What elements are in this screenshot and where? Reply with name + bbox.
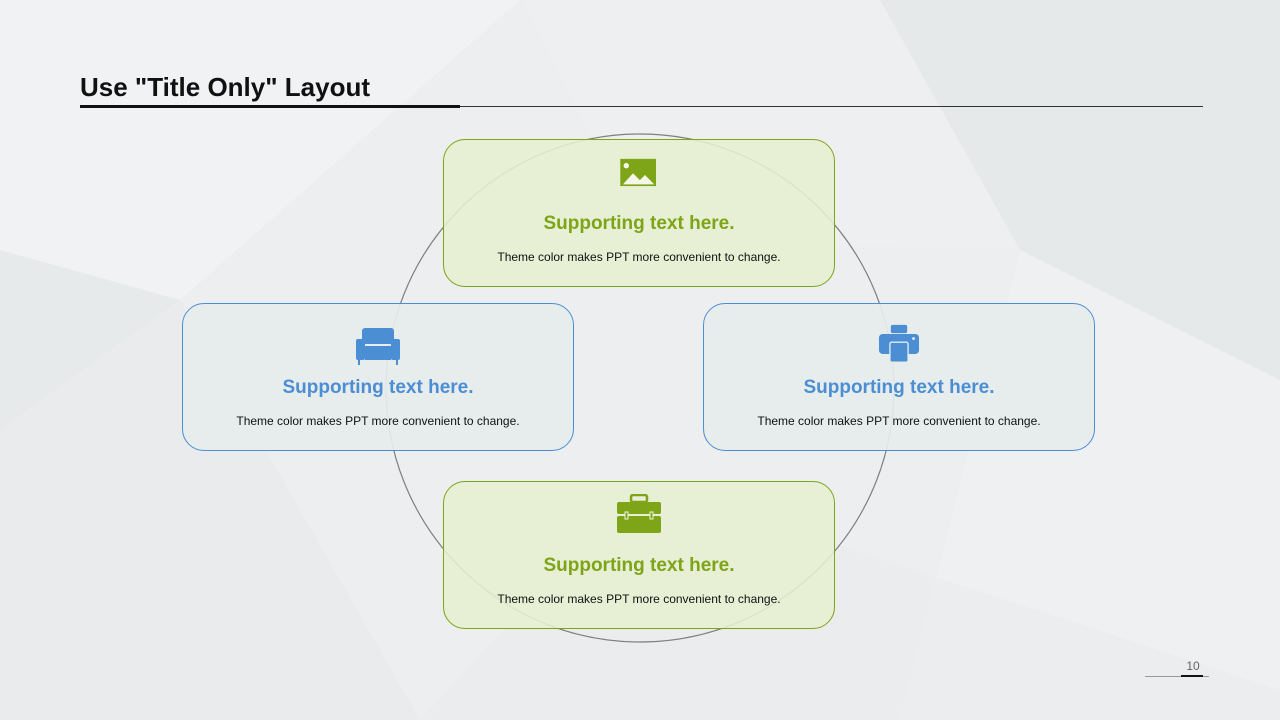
card-left: Supporting text here. Theme color makes … [182, 303, 574, 451]
page-number-line [1145, 676, 1209, 677]
card-bottom: Supporting text here. Theme color makes … [443, 481, 835, 629]
card-left-heading: Supporting text here. [282, 377, 474, 398]
sofa-icon [356, 328, 400, 365]
printer-icon [879, 324, 919, 363]
card-top: Supporting text here. Theme color makes … [443, 139, 835, 287]
card-bottom-heading: Supporting text here. [543, 555, 735, 576]
title-divider-accent [80, 105, 460, 108]
briefcase-icon [617, 494, 661, 533]
card-right-description: Theme color makes PPT more convenient to… [757, 414, 1041, 428]
slide-title: Use "Title Only" Layout [80, 72, 371, 102]
card-right: Supporting text here. Theme color makes … [703, 303, 1095, 451]
card-top-heading: Supporting text here. [543, 213, 735, 234]
title-divider [80, 106, 1203, 107]
card-top-description: Theme color makes PPT more convenient to… [497, 250, 781, 264]
card-left-description: Theme color makes PPT more convenient to… [236, 414, 520, 428]
card-right-heading: Supporting text here. [803, 377, 995, 398]
image-icon [620, 158, 656, 187]
page-number-accent [1181, 675, 1203, 677]
page-number: 10 [1186, 659, 1200, 673]
card-bottom-description: Theme color makes PPT more convenient to… [497, 592, 781, 606]
